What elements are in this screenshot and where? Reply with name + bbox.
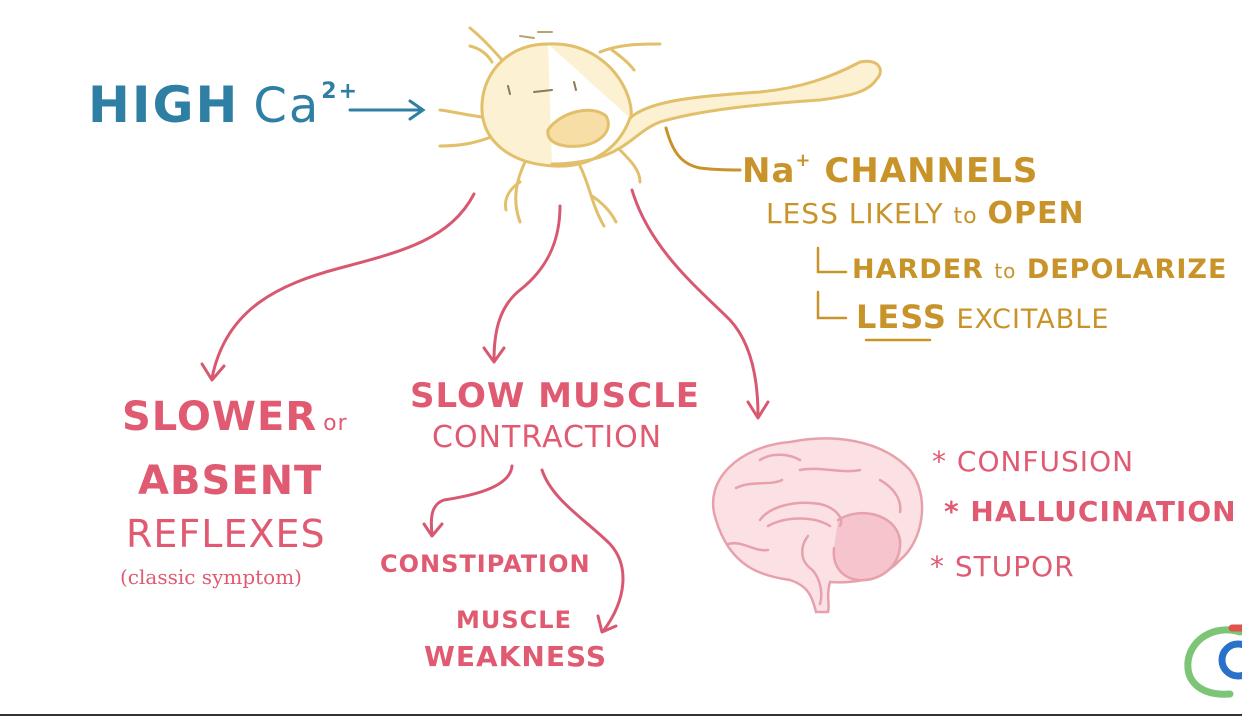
brain-arrow xyxy=(630,188,760,418)
brain-illustration xyxy=(711,437,924,614)
reflex-note: (classic symptom) xyxy=(120,565,302,589)
weakness-arrowhead xyxy=(596,614,618,634)
less-likely-label: LESS LIKELY to OPEN xyxy=(766,196,1085,231)
neuron-illustration xyxy=(438,26,882,228)
less-bracket xyxy=(816,290,848,320)
trigger-charge: 2+ xyxy=(321,79,360,104)
effect-arrows xyxy=(200,188,770,634)
na-charge: + xyxy=(795,150,812,171)
trigger-arrow xyxy=(348,99,426,121)
harder-to-text: to xyxy=(994,259,1017,283)
slow-muscle-line-2: CONTRACTION xyxy=(432,420,663,455)
muscle-arrow xyxy=(492,204,562,362)
harder-label: HARDER to DEPOLARIZE xyxy=(852,254,1227,285)
or-text: or xyxy=(323,411,348,436)
harder-text: HARDER xyxy=(852,254,984,285)
osmosis-logo-icon xyxy=(1184,624,1242,698)
less-text: LESS xyxy=(856,298,947,336)
muscle-weakness-line-2: WEAKNESS xyxy=(424,640,608,673)
constipation-arrow xyxy=(429,464,514,536)
muscle-weakness-line-1: MUSCLE xyxy=(456,606,572,634)
trigger-element: Ca xyxy=(253,78,321,134)
excitable-text: EXCITABLE xyxy=(956,304,1110,335)
na-text: Na xyxy=(742,151,796,191)
less-excitable-label: LESS EXCITABLE xyxy=(856,298,1109,336)
channels-text: CHANNELS xyxy=(824,151,1039,191)
reflex-arrowhead xyxy=(200,362,226,382)
symptom-hallucination: * HALLUCINATION xyxy=(944,495,1237,528)
depolarize-text: DEPOLARIZE xyxy=(1026,254,1228,285)
muscle-arrowhead xyxy=(482,346,506,364)
constipation-arrowhead xyxy=(422,522,444,538)
to-text: to xyxy=(953,204,978,229)
constipation-label: CONSTIPATION xyxy=(380,550,591,578)
bottom-border xyxy=(0,714,1242,716)
symptom-stupor: * STUPOR xyxy=(930,550,1075,583)
na-connector-line xyxy=(664,126,742,172)
reflex-arrow xyxy=(210,192,476,380)
slower-text: SLOWER xyxy=(122,394,318,440)
symptom-confusion: * CONFUSION xyxy=(932,445,1135,478)
slow-muscle-line-1: SLOW MUSCLE xyxy=(410,376,700,416)
na-channels-label: Na+ CHANNELS xyxy=(742,150,1038,191)
reflex-line-2: ABSENT xyxy=(138,458,323,504)
weakness-arrow xyxy=(540,468,625,632)
harder-bracket xyxy=(816,246,848,274)
reflex-line-3: REFLEXES xyxy=(126,512,326,556)
brain-arrowhead xyxy=(746,400,770,420)
trigger-prefix: HIGH xyxy=(88,76,240,134)
less-likely-text: LESS LIKELY xyxy=(766,197,944,230)
open-text: OPEN xyxy=(987,196,1085,231)
